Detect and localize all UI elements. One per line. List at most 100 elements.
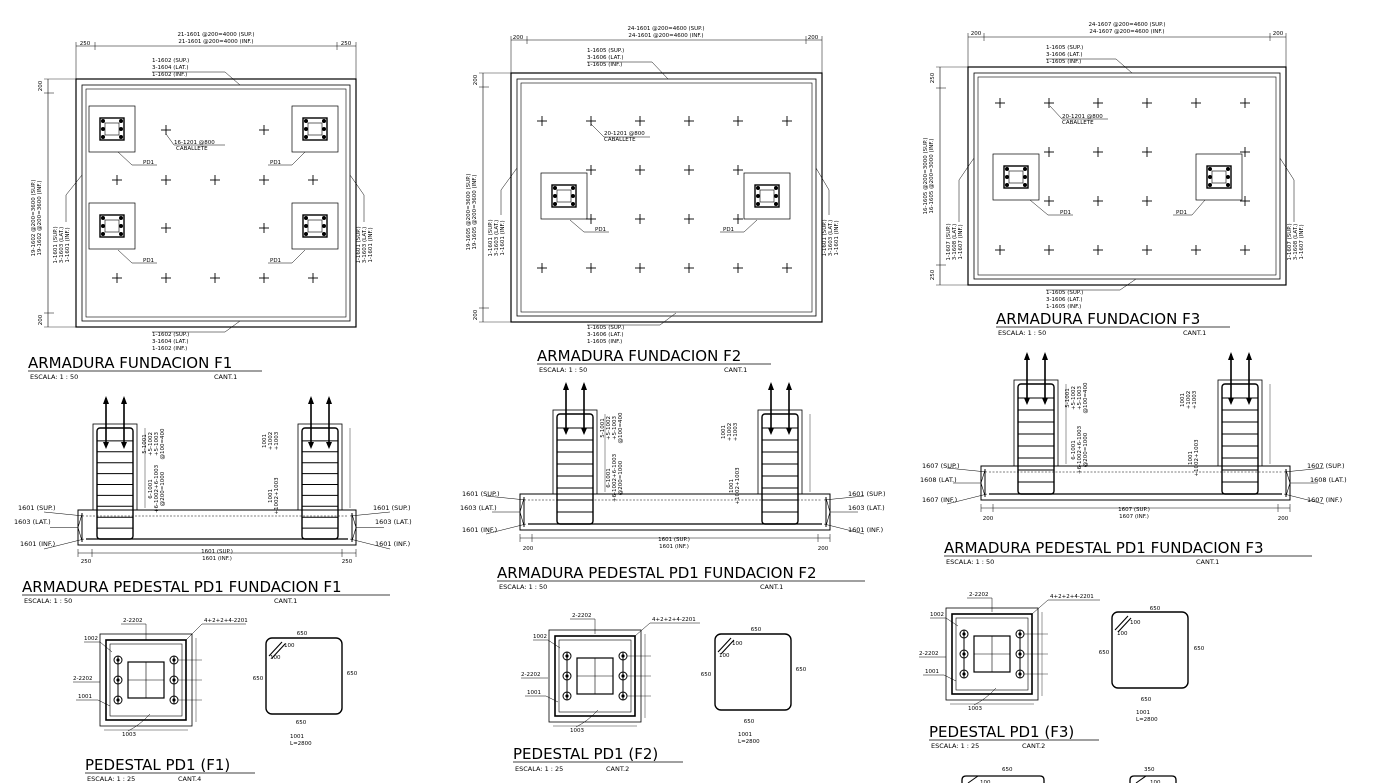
rebar-dot <box>304 232 308 236</box>
f3-pd1-label-1: PD1 <box>1060 210 1071 216</box>
s2-label-a: 2-2202 <box>572 613 591 619</box>
rebar-dot <box>101 127 105 131</box>
f1-right-side-1: 1-1601 (SUP.) <box>356 226 362 263</box>
p3-dim-right: 200 <box>1278 516 1289 522</box>
s3-stirrup-bottom: 650 <box>1141 697 1152 703</box>
rebar-dot <box>774 202 778 206</box>
partial-dim-a: 650 <box>1002 767 1013 773</box>
p1-label-a-3: +5-1003 <box>154 431 160 456</box>
p3-label-a-3: +5-1003 <box>1077 385 1083 410</box>
s3-hook-2: 100 <box>1117 631 1128 637</box>
s3-stirrup-right: 650 <box>1194 646 1205 652</box>
rebar-dot <box>756 186 760 190</box>
pedestal-outline <box>291 202 339 250</box>
f2-top-label-sup: 24-1601 @200=4600 (SUP.) <box>627 26 704 32</box>
s3-stirrup-top: 650 <box>1150 606 1161 612</box>
column-outline <box>297 423 343 511</box>
bar-arrow <box>1042 352 1048 360</box>
p2-label-b-3: @200=1000 <box>618 460 624 495</box>
rebar-dot <box>101 119 105 123</box>
pedestal-outline <box>992 153 1040 201</box>
s3-scale: ESCALA: 1 : 25 <box>931 742 979 750</box>
s1-title: PEDESTAL PD1 (F1) <box>85 756 230 774</box>
f1-rebar-crosses <box>112 125 318 283</box>
rebar-cross <box>537 263 547 273</box>
p2-label-a-1: 5-1001 <box>600 418 606 437</box>
rebar-dot <box>119 135 123 139</box>
p1-dim-left: 250 <box>81 559 92 565</box>
elevation-pd1-f1 <box>43 396 391 557</box>
bar-arrow <box>103 442 109 449</box>
p3-right-lat: 1608 (LAT.) <box>1310 476 1347 484</box>
rebar-cross <box>112 175 122 185</box>
f3-cant: CANT.1 <box>1183 329 1206 337</box>
p1-dim-right: 250 <box>342 559 353 565</box>
rebar-dot <box>322 127 326 131</box>
rebar-dot <box>322 135 326 139</box>
p1-label-b-1: 6-1001 <box>148 479 154 498</box>
bar-arrow <box>1228 398 1234 405</box>
rebar-dot <box>1226 183 1230 187</box>
s3-length: L=2800 <box>1136 717 1158 723</box>
rebar-dot <box>756 202 760 206</box>
f3-pd1-label-2: PD1 <box>1176 210 1187 216</box>
f1-perim-top-3: 1-1602 (INF.) <box>152 72 187 78</box>
section-pd1-f3-labels: 2-2202 4+2+2+4-2201 1002 2-2202 1001 100… <box>919 592 1205 750</box>
f3-top-label-sup: 24-1607 @200=4600 (SUP.) <box>1088 22 1165 28</box>
p2-label-a-4: @100=400 <box>618 412 624 444</box>
f2-title: ARMADURA FUNDACION F2 <box>537 347 741 365</box>
column-cage <box>556 413 594 525</box>
column-core <box>104 122 120 136</box>
pedestal-plan <box>1195 153 1243 201</box>
rebar-cross <box>1044 245 1054 255</box>
rebar-cross <box>635 263 645 273</box>
rebar-cross <box>684 165 694 175</box>
p1-scale: ESCALA: 1 : 50 <box>24 597 72 605</box>
f3-dim-bottom: 250 <box>930 269 936 280</box>
s1-stirrup-bottom: 650 <box>296 720 307 726</box>
s2-cant: CANT.2 <box>606 765 629 773</box>
rebar-cross <box>733 214 743 224</box>
s3-cant: CANT.2 <box>1022 742 1045 750</box>
p2-label-d-2: +1002+1003 <box>735 467 741 505</box>
rebar-cross <box>684 214 694 224</box>
p3-dim-left: 200 <box>983 516 994 522</box>
column-stirrup <box>302 117 328 141</box>
rebar-dot <box>1005 167 1009 171</box>
s1-stirrup-right: 650 <box>347 671 358 677</box>
p3-bottom-sup: 1607 (SUP.) <box>1118 507 1150 513</box>
p3-right-sup: 1607 (SUP.) <box>1307 462 1345 470</box>
f2-rebar-crosses <box>537 116 792 273</box>
column-stirrup <box>302 214 328 238</box>
rebar-cross <box>259 223 269 233</box>
f3-right-side-3: 1-1607 (INF.) <box>1299 224 1305 259</box>
p2-right-sup: 1601 (SUP.) <box>848 490 886 498</box>
s2-stirrup-bottom: 650 <box>744 719 755 725</box>
bar-arrow <box>308 442 314 449</box>
rebar-dot <box>119 224 123 228</box>
bar-arrow <box>326 442 332 449</box>
pedestal-plan <box>88 202 136 250</box>
rebar-dot <box>1208 183 1212 187</box>
rebar-cross <box>635 165 645 175</box>
stirrup-detail <box>265 637 343 715</box>
f1-left-side-1: 1-1601 (SUP.) <box>53 226 59 263</box>
rebar-cross <box>161 223 171 233</box>
f2-right-side-2: 3-1603 (LAT.) <box>828 220 834 257</box>
s3-label-e: 1001 <box>925 669 939 675</box>
p1-right-sup: 1601 (SUP.) <box>373 504 411 512</box>
section-pd1-f1-labels: 2-2202 4+2+2+4-2201 1002 2-2202 1001 100… <box>73 618 358 783</box>
partial-dim-c: 350 <box>1144 767 1155 773</box>
rebar-dot <box>774 194 778 198</box>
pedestal-plan <box>291 105 339 153</box>
rebar-dot <box>304 216 308 220</box>
lat-bar <box>980 469 986 497</box>
f2-scale: ESCALA: 1 : 50 <box>539 366 587 374</box>
pedestal-plan <box>291 202 339 250</box>
s3-title: PEDESTAL PD1 (F3) <box>929 723 1074 741</box>
p2-label-a-2: +5-1002 <box>606 416 612 440</box>
s1-stirrup-top: 650 <box>297 631 308 637</box>
leader <box>349 538 391 550</box>
p1-label-a-1: 5-1001 <box>142 434 148 453</box>
f2-left-vertical-sup: 19-1605 @200=3600 (SUP.) <box>466 173 472 250</box>
